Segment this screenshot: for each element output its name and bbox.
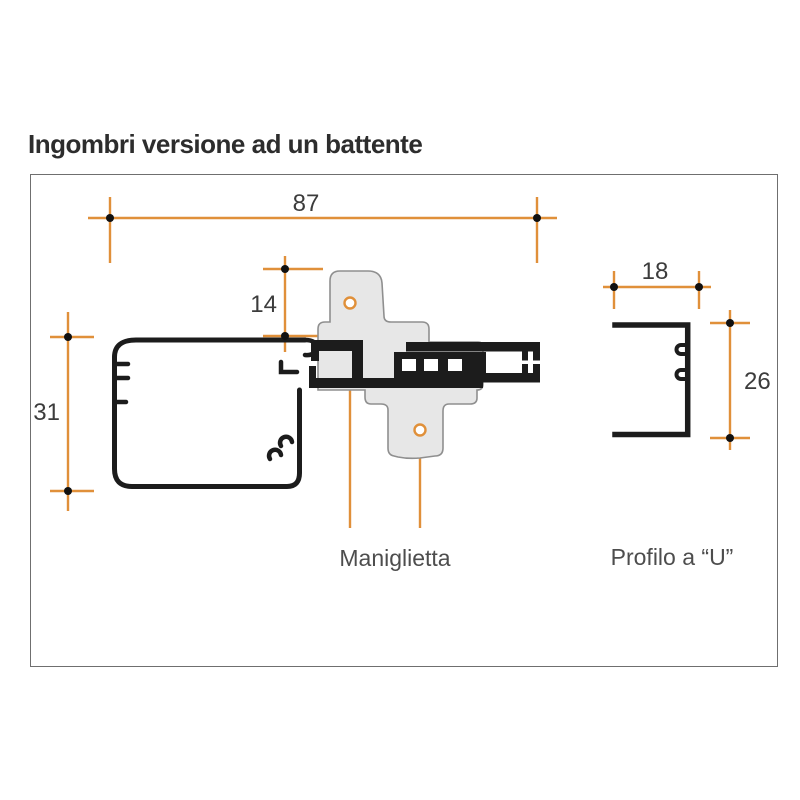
u-profile-label: Profilo a “U”: [611, 544, 734, 570]
dim-14-value: 14: [250, 291, 277, 318]
interlock-bottom-bar-left-lip: [309, 366, 316, 379]
dim-26-dot-bottom: [726, 434, 734, 442]
sash-profile-serration-1: [277, 434, 295, 449]
dimension-dots: [64, 214, 734, 495]
dim-26-value: 26: [744, 368, 771, 395]
sash-profile-serration-2: [266, 447, 284, 462]
interlock-assembly: [309, 340, 540, 388]
dim-87-value: 87: [293, 190, 320, 217]
dim-26-dot-top: [726, 319, 734, 327]
sash-profile: [111, 337, 319, 489]
interlock-end-hook-4: [533, 364, 540, 373]
dimension-values: 87 14 31 18 26: [33, 190, 770, 426]
dim-14-dot-bottom: [281, 332, 289, 340]
interlock-bottom-bar-left: [309, 378, 483, 388]
dim-31-dot-top: [64, 333, 72, 341]
sash-profile-left-hooks: [112, 361, 131, 405]
interlock-chamber-2: [424, 359, 438, 371]
interlock-chamber-1: [402, 359, 416, 371]
page-title: Ingombri versione ad un battente: [28, 129, 423, 159]
handle-leader-circles: [343, 296, 427, 437]
dim-31-dot-bottom: [64, 487, 72, 495]
interlock-chamber-3: [448, 359, 462, 371]
dim-87-dot-right: [533, 214, 541, 222]
dim-18-value: 18: [642, 258, 669, 285]
interlock-top-bar-left: [311, 340, 363, 351]
handle-leader-circle-bottom: [413, 423, 427, 437]
dim-18-dot-right: [695, 283, 703, 291]
interlock-end-hook-2: [533, 351, 540, 361]
handle-leader-circle-top: [343, 296, 357, 310]
interlock-top-bar-right: [406, 342, 540, 352]
interlock-tooth-left: [311, 351, 319, 361]
dim-18-dot-left: [610, 283, 618, 291]
interlock-bottom-bar-right: [468, 373, 540, 383]
interlock-end-hook-3: [522, 364, 528, 373]
interlock-chambers: [402, 359, 462, 371]
dim-14-dot-top: [281, 265, 289, 273]
sash-profile-inner-tab: [278, 359, 300, 375]
dim-87-dot-left: [106, 214, 114, 222]
sash-profile-outline: [111, 337, 308, 489]
u-profile-hook-bottom: [674, 368, 689, 381]
u-profile-hook-top: [674, 343, 689, 356]
handle-label: Maniglietta: [339, 545, 450, 571]
interlock-end-hook-1: [522, 351, 528, 361]
part-labels: Maniglietta Profilo a “U”: [339, 544, 733, 571]
u-profile: [612, 322, 691, 438]
interlock-post-left: [352, 340, 363, 387]
dim-31-value: 31: [33, 399, 60, 426]
u-profile-outline: [612, 322, 691, 438]
